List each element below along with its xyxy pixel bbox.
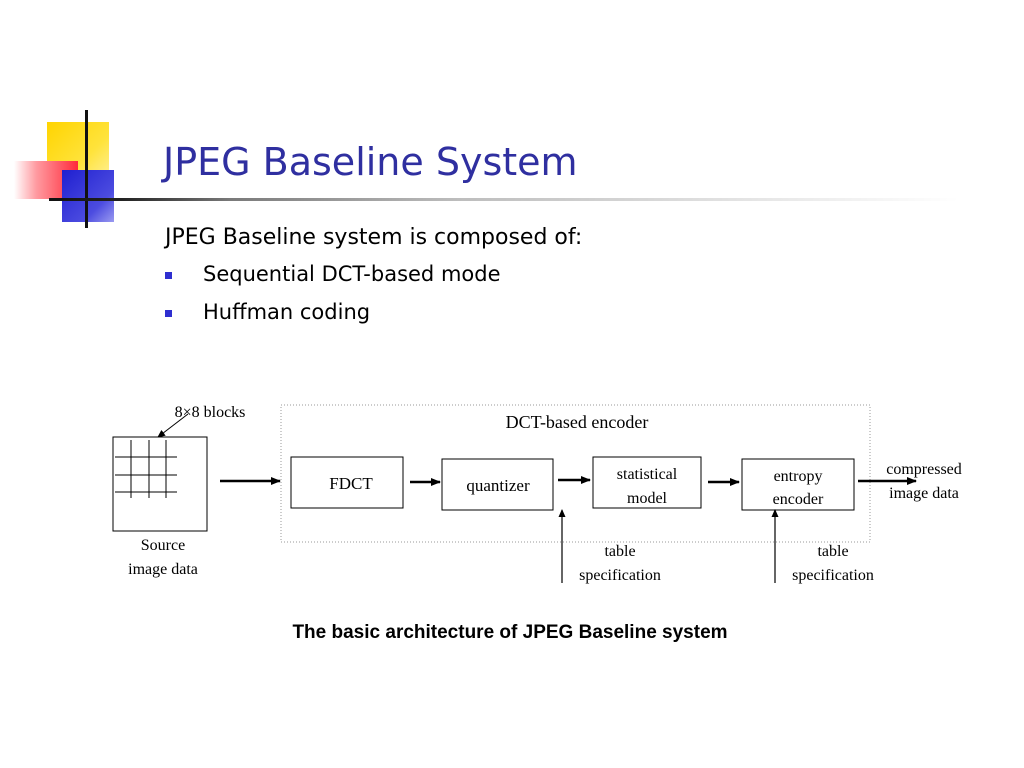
source-image-grid (112, 436, 208, 532)
intro-text: JPEG Baseline system is composed of: (165, 225, 583, 250)
table-spec-2-line2: specification (792, 567, 874, 584)
quantizer-label: quantizer (466, 476, 530, 495)
fdct-label: FDCT (329, 474, 373, 493)
fdct-box (290, 456, 404, 509)
statistical-label-line1: statistical (617, 466, 678, 483)
bullet-text: Huffman coding (203, 300, 371, 324)
decor-vertical-line (85, 110, 88, 228)
bullet-item: Sequential DCT-based mode (165, 262, 501, 300)
bullet-list: Sequential DCT-based mode Huffman coding (165, 262, 501, 338)
square-bullet-icon (165, 310, 172, 317)
statistical-label-line2: model (627, 490, 668, 507)
compressed-label-line1: compressed (886, 461, 962, 478)
entropy-label-line2: encoder (773, 491, 824, 508)
table-spec-1-line2: specification (579, 567, 661, 584)
figure-caption: The basic architecture of JPEG Baseline … (292, 622, 728, 643)
bullet-text: Sequential DCT-based mode (203, 262, 501, 286)
statistical-model-box (592, 456, 702, 509)
quantizer-box (441, 458, 554, 511)
blocks-pointer-arrow (157, 413, 189, 438)
blocks-label: 8×8 blocks (175, 404, 246, 421)
table-spec-1-line1: table (604, 543, 635, 560)
source-label-line2: image data (128, 561, 198, 578)
entropy-label-line1: entropy (774, 468, 823, 485)
square-bullet-icon (165, 272, 172, 279)
decor-blue-square (62, 170, 114, 222)
table-spec-2-line1: table (817, 543, 848, 560)
bullet-item: Huffman coding (165, 300, 501, 338)
slide-title: JPEG Baseline System (163, 140, 578, 184)
encoder-frame (280, 404, 871, 543)
title-underline (49, 198, 959, 201)
compressed-label-line2: image data (889, 485, 959, 502)
source-label-line1: Source (141, 537, 185, 554)
encoder-label: DCT-based encoder (506, 412, 649, 432)
entropy-encoder-box (741, 458, 855, 511)
